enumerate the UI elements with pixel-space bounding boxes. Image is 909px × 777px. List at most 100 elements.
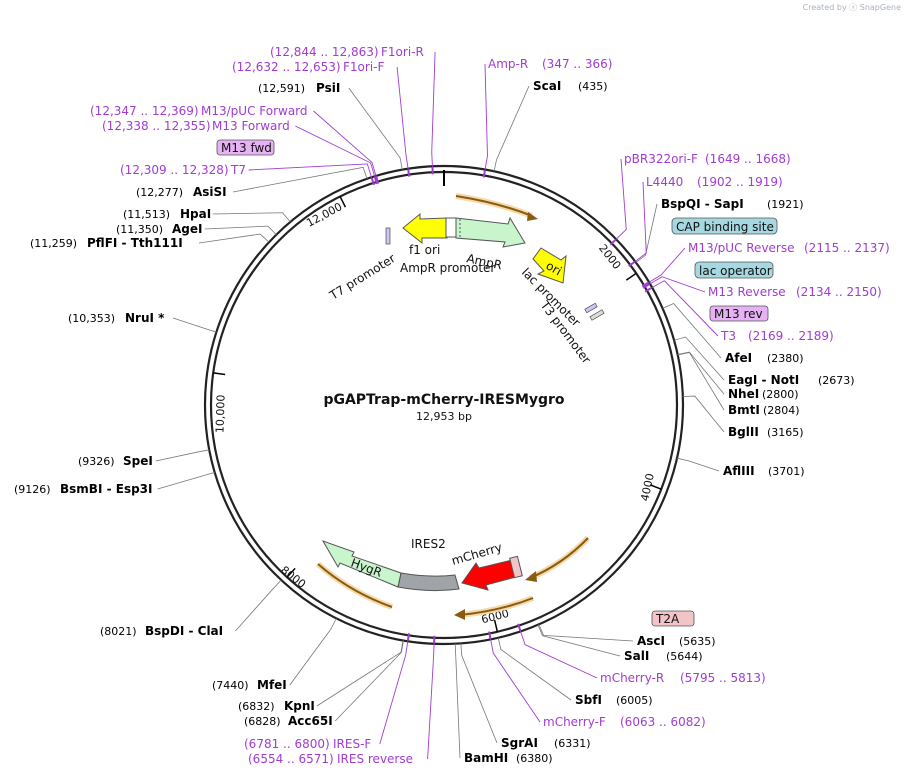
ring-tick-1: [625, 272, 637, 281]
site-pos-13: (6828): [244, 715, 281, 728]
site-pos-8: (5635): [679, 635, 716, 648]
site-connector-10: [497, 637, 572, 701]
lac-element-1: [584, 302, 598, 314]
primer-name-4: M13 Reverse: [708, 285, 786, 299]
primer-pos-4: (2134 .. 2150): [796, 285, 882, 299]
site-connector-6: [682, 395, 725, 433]
ring-tick-label-5: 10,000: [213, 394, 227, 433]
site-connector-13: [334, 640, 404, 722]
site-connector-18: [155, 449, 210, 462]
feature-label-ampr-promoter: AmpR promoter: [400, 261, 495, 275]
ring-tick-2: [649, 484, 662, 490]
svg-text:CAP binding site: CAP binding site: [676, 220, 774, 234]
site-connector-5: [677, 352, 725, 411]
box-t2a: T2A: [651, 610, 695, 627]
primer-pos-3: (2115 .. 2137): [804, 241, 890, 255]
site-connector-24: [348, 87, 403, 170]
primer-pos-13: (12,632 .. 12,653): [232, 60, 341, 74]
box-m13-rev: M13 rev: [709, 305, 769, 322]
site-connector-14: [316, 640, 404, 707]
site-name-5: BmtI: [728, 403, 760, 417]
ori-arrow: [532, 247, 567, 284]
site-pos-11: (6331): [554, 737, 591, 750]
site-name-8: AscI: [637, 634, 665, 648]
svg-text:M13 fwd: M13 fwd: [221, 141, 272, 155]
site-name-9: SalI: [624, 649, 649, 663]
plasmid-name: pGAPTrap-mCherry-IRESMygro: [323, 392, 564, 408]
f1-ori-arrow: [402, 212, 448, 245]
primer-connector-13: [396, 66, 409, 172]
ires2-block: [397, 572, 460, 592]
site-name-0: ScaI: [533, 79, 561, 93]
primer-connector-5: [649, 280, 719, 337]
primer-connector-6: [519, 628, 598, 679]
site-connector-19: [172, 317, 217, 333]
primer-connector-11: [295, 125, 376, 180]
site-pos-2: (2380): [767, 352, 804, 365]
site-connector-23: [232, 166, 368, 193]
site-pos-17: (9126): [14, 483, 51, 496]
site-pos-4: (2800): [762, 388, 799, 401]
site-pos-12: (6380): [516, 752, 553, 765]
features-layer: [316, 193, 605, 620]
site-name-20: PflFI - Tth111I: [87, 236, 183, 250]
primer-pos-2: (1902 .. 1919): [697, 175, 783, 189]
primer-connector-8: [379, 638, 409, 745]
box-lac-operator: lac operator: [694, 261, 774, 279]
site-name-23: AsiSI: [193, 185, 227, 199]
mcherry-arrow: [461, 559, 517, 591]
site-connector-7: [676, 457, 720, 472]
primer-mark-2: [628, 261, 635, 268]
site-pos-7: (3701): [768, 465, 805, 478]
primer-pos-9: (6554 .. 6571): [248, 752, 334, 766]
svg-text:M13 rev: M13 rev: [714, 307, 763, 321]
site-connector-15: [289, 618, 337, 686]
primer-name-5: T3: [720, 329, 736, 343]
orange-arrow-top: [455, 193, 534, 219]
feature-label-f1-ori: f1 ori: [409, 243, 440, 257]
primer-name-11: M13 Forward: [212, 119, 290, 133]
primer-mark-1: [609, 239, 617, 246]
site-name-2: AfeI: [725, 351, 752, 365]
primer-name-14: F1ori-R: [381, 45, 424, 59]
primer-mark-10: [370, 177, 375, 186]
primer-mark-8: [406, 633, 410, 641]
site-pos-5: (2804): [763, 404, 800, 417]
primer-name-3: M13/pUC Reverse: [688, 241, 795, 255]
site-pos-15: (7440): [212, 679, 249, 692]
primer-connector-0: [484, 63, 488, 173]
primer-pos-6: (5795 .. 5813): [680, 671, 766, 685]
primer-mark-7: [488, 631, 492, 639]
primer-pos-8: (6781 .. 6800): [244, 737, 330, 751]
svg-text:T2A: T2A: [655, 612, 680, 626]
orange-arrow-top-head: [527, 212, 538, 221]
primer-name-10: T7: [230, 163, 246, 177]
feature-label-hygr: HygR: [349, 556, 384, 580]
site-pos-24: (12,591): [258, 82, 305, 95]
primer-pos-7: (6063 .. 6082): [620, 715, 706, 729]
site-pos-10: (6005): [616, 694, 653, 707]
orange-arrow-right-head: [525, 571, 537, 582]
primer-mark-3: [641, 281, 649, 288]
site-pos-3: (2673): [818, 374, 855, 387]
site-name-6: BglII: [728, 425, 759, 439]
site-name-14: KpnI: [284, 699, 315, 713]
ring-tick-label-2: 4000: [638, 472, 657, 502]
site-pos-19: (10,353): [68, 312, 115, 325]
primer-name-1: pBR322ori-F: [624, 152, 698, 166]
site-name-1: BspQI - SapI: [661, 197, 744, 211]
primer-pos-10: (12,309 .. 12,328): [120, 163, 229, 177]
site-pos-14: (6832): [238, 700, 275, 713]
primer-mark-4: [642, 283, 650, 289]
site-pos-0: (435): [578, 80, 608, 93]
primer-connector-1: [613, 158, 627, 242]
primer-mark-11: [373, 176, 378, 185]
site-connector-12: [454, 643, 461, 759]
primer-pos-11: (12,338 .. 12,355): [102, 119, 211, 133]
site-connector-20: [198, 233, 270, 244]
feature-label-t7-promoter: T7 promoter: [326, 251, 397, 303]
site-name-17: BsmBI - Esp3I: [60, 482, 152, 496]
site-name-16: BspDI - ClaI: [145, 624, 223, 638]
site-connector-4: [677, 351, 725, 395]
site-connector-17: [157, 471, 215, 490]
